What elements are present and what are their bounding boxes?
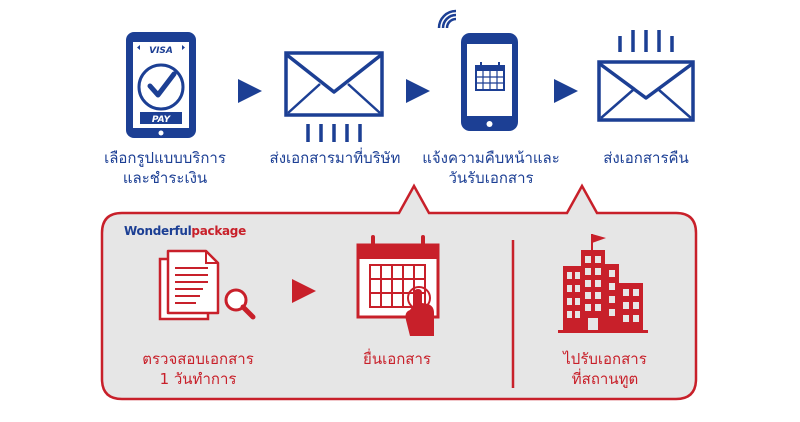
arrow-right-icon — [554, 79, 578, 103]
step-label-send-documents: ส่งเอกสารมาที่บริษัท — [269, 149, 401, 167]
calendar-tap-icon — [356, 235, 440, 336]
brand-part-wonderful: Wonderful — [124, 224, 192, 238]
brand-part-package: package — [191, 224, 246, 238]
arrow-right-icon — [292, 279, 316, 303]
wonderful-package-logo: Wonderfulpackage — [124, 224, 246, 238]
visa-text: VISA — [149, 46, 173, 56]
return-envelope-icon — [597, 30, 695, 122]
step-label-notify-progress: แจ้งความคืบหน้าและ วันรับเอกสาร — [422, 149, 560, 187]
step-label-submit-documents: ยื่นเอกสาร — [363, 350, 431, 368]
arrow-right-icon — [406, 79, 430, 103]
embassy-building-icon — [558, 234, 648, 333]
document-search-icon — [158, 249, 256, 321]
pay-text: PAY — [152, 115, 172, 125]
step-label-return-documents: ส่งเอกสารคืน — [603, 149, 689, 167]
step-label-check-documents: ตรวจสอบเอกสาร 1 วันทำการ — [142, 350, 254, 388]
send-envelope-icon — [284, 51, 384, 142]
visa-pay-phone-icon: VISA PAY — [126, 32, 196, 138]
arrow-right-icon — [238, 79, 262, 103]
step-label-select-and-pay: เลือกรูปแบบบริการ และชำระเงิน — [104, 149, 226, 187]
phone-calendar-notification-icon — [437, 9, 518, 131]
step-label-pickup-embassy: ไปรับเอกสาร ที่สถานทูต — [563, 350, 647, 388]
